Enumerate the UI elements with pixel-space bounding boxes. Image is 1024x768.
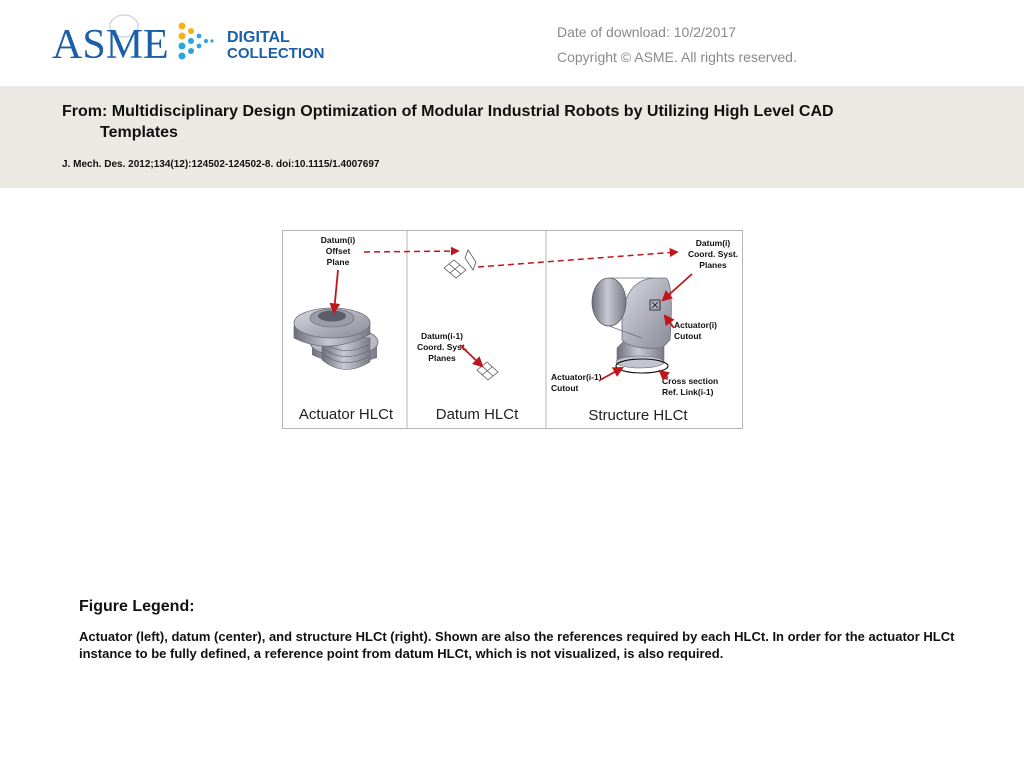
cross-section-label-line2: Ref. Link(i-1) <box>662 387 714 397</box>
datum-hlct-caption: Datum HLCt <box>436 406 519 423</box>
article-title-line1: From: Multidisciplinary Design Optimizat… <box>62 103 834 120</box>
actuator-prev-label-line2: Cutout <box>551 383 579 393</box>
cross-section-arrow <box>658 369 671 381</box>
datum-offset-label-line2: Offset <box>326 246 351 256</box>
article-citation: J. Mech. Des. 2012;134(12):124502-124502… <box>62 159 380 170</box>
datum-coord-arrow <box>459 344 484 368</box>
globe-arc-icon <box>109 14 139 38</box>
structure-datum-icon <box>649 299 661 311</box>
structure-datum-label-line2: Coord. Syst. <box>688 249 738 259</box>
actuator-i-label-line2: Cutout <box>674 331 702 341</box>
actuator-i-label-line1: Actuator(i) <box>674 320 717 330</box>
download-info: Date of download: 10/2/2017 Copyright © … <box>557 20 797 70</box>
article-title-line2: Templates <box>100 124 178 141</box>
copyright-notice: Copyright © ASME. All rights reserved. <box>557 49 797 65</box>
logo-dots-icon <box>178 22 214 60</box>
datum-offset-dashed-arrow <box>363 246 460 256</box>
structure-hlct-caption: Structure HLCt <box>588 407 688 424</box>
figure-image: Datum(i) Offset Plane Actuator HLCt Datu… <box>282 230 743 429</box>
actuator-prev-arrow <box>599 366 624 381</box>
actuator-hlct-caption: Actuator HLCt <box>299 406 394 423</box>
figure-legend-text: Actuator (left), datum (center), and str… <box>79 629 955 661</box>
actuator-i-arrow <box>663 314 675 329</box>
structure-datum-dashed-arrow <box>477 248 679 268</box>
structure-datum-label-line3: Planes <box>699 260 727 270</box>
article-title[interactable]: From: Multidisciplinary Design Optimizat… <box>62 101 942 143</box>
page-header: ASME DIGITAL COLLECTION Date of download… <box>0 0 1024 86</box>
datum-planes-bottom-icon <box>476 361 499 381</box>
datum-coord-label-line1: Datum(i-1) <box>421 331 463 341</box>
actuator-prev-label-line1: Actuator(i-1) <box>551 372 602 382</box>
download-date: Date of download: 10/2/2017 <box>557 24 737 40</box>
datum-offset-label-line3: Plane <box>327 257 350 267</box>
figure-legend-heading: Figure Legend: <box>79 598 195 615</box>
datum-coord-label-line2: Coord. Syst. <box>417 342 467 352</box>
datum-offset-label-line1: Datum(i) <box>321 235 356 245</box>
logo-digital-text: DIGITAL <box>227 29 290 46</box>
structure-datum-arrow <box>661 273 693 302</box>
structure-part-image <box>591 277 672 374</box>
structure-panel: Datum(i) Coord. Syst. Planes Actuator(i)… <box>551 238 738 424</box>
actuator-panel: Datum(i) Offset Plane Actuator HLCt <box>293 235 394 423</box>
logo-wordmark: ASME <box>52 22 169 68</box>
structure-datum-label-line1: Datum(i) <box>696 238 731 248</box>
offset-plane-arrow <box>329 269 341 315</box>
actuator-part-image <box>293 307 379 370</box>
logo-collection-text: COLLECTION <box>227 45 325 62</box>
article-info-band <box>0 86 1024 188</box>
asme-digital-collection-logo[interactable]: ASME DIGITAL COLLECTION <box>52 10 352 72</box>
cross-section-label-line1: Cross section <box>662 376 718 386</box>
datum-coord-label-line3: Planes <box>428 353 456 363</box>
datum-planes-top-icon <box>443 249 477 279</box>
datum-panel: Datum(i-1) Coord. Syst. Planes Datum HLC… <box>417 249 519 423</box>
